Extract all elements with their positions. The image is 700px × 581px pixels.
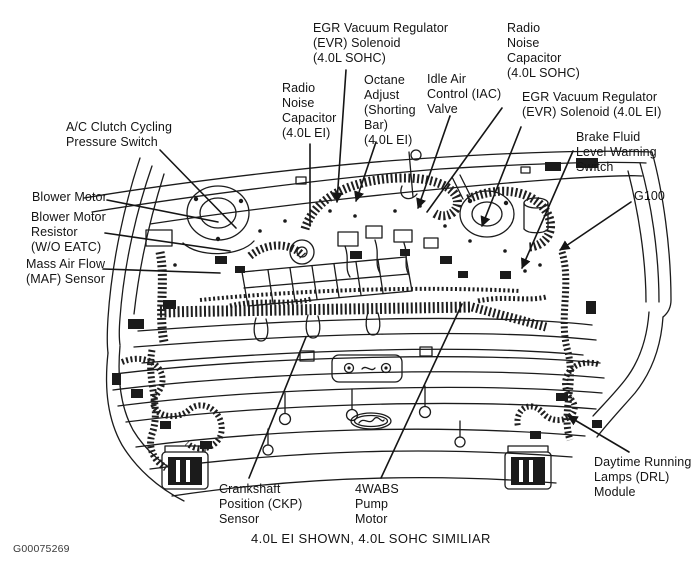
engine-block: [112, 204, 602, 449]
callout-iac-valve: Idle Air Control (IAC) Valve: [427, 72, 502, 116]
figure-caption: 4.0L EI SHOWN, 4.0L SOHC SIMILIAR: [251, 531, 491, 546]
figure-code: G00075269: [13, 543, 70, 555]
left-strut-tower: [145, 185, 255, 255]
callout-ckp-sensor: Crankshaft Position (CKP) Sensor: [219, 482, 303, 526]
callout-radio-noise-capacitor-sohc: Radio Noise Capacitor (4.0L SOHC): [507, 21, 580, 80]
callout-radio-noise-capacitor-ei: Radio Noise Capacitor (4.0L EI): [282, 81, 337, 140]
tow-hook-right: [504, 445, 552, 490]
radiator-support: [133, 301, 597, 364]
callout-blower-motor-resistor: Blower Motor Resistor (W/O EATC): [31, 210, 106, 254]
callout-blower-motor: Blower Motor: [32, 190, 107, 204]
callout-drl-module: Daytime Running Lamps (DRL) Module: [594, 455, 692, 499]
callout-4wabs-pump: 4WABS Pump Motor: [355, 482, 399, 526]
callout-egr-solenoid-ei: EGR Vacuum Regulator (EVR) Solenoid (4.0…: [522, 90, 662, 119]
front-bumper: [112, 354, 605, 497]
callout-ac-clutch-switch: A/C Clutch Cycling Pressure Switch: [66, 120, 172, 149]
tow-hook-left: [161, 445, 209, 490]
leader-lines: [102, 69, 632, 479]
callout-octane-adjust: Octane Adjust (Shorting Bar) (4.0L EI): [364, 73, 416, 147]
ford-logo: [350, 412, 392, 430]
callout-egr-solenoid-sohc: EGR Vacuum Regulator (EVR) Solenoid (4.0…: [313, 21, 449, 65]
callout-brake-fluid-switch: Brake Fluid Level Warning Switch: [576, 130, 657, 174]
right-fender: [592, 151, 672, 438]
callout-maf-sensor: Mass Air Flow (MAF) Sensor: [26, 257, 106, 286]
hood-cowl: [83, 149, 653, 225]
left-fender: [105, 157, 191, 502]
callout-g100: G100: [634, 189, 665, 203]
